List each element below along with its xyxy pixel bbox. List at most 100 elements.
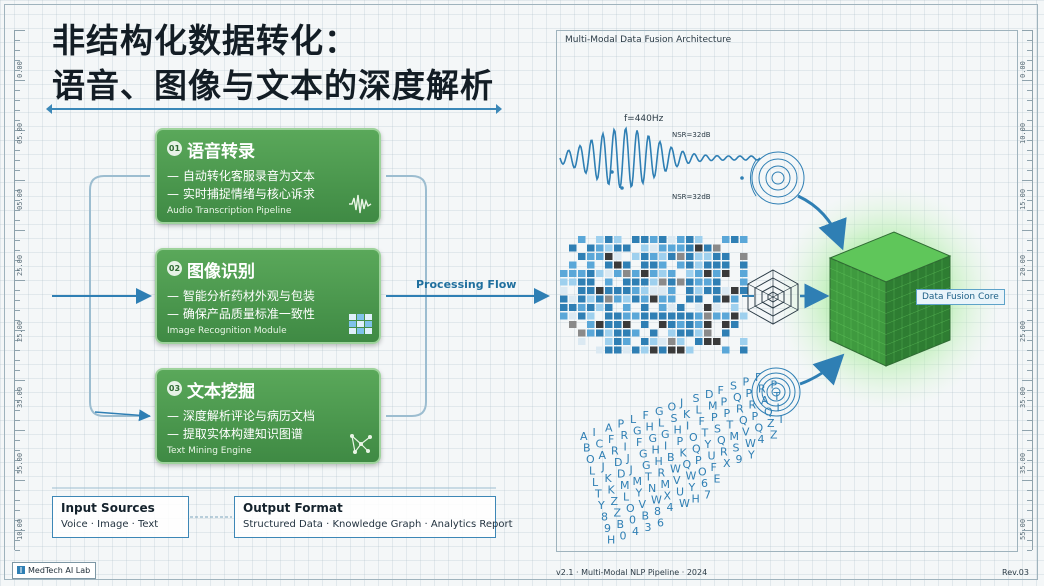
letter-glyph: G <box>655 405 664 418</box>
letter-glyph: P <box>695 454 702 467</box>
pixel-cell <box>668 312 676 320</box>
output-format-title: Output Format <box>243 501 343 515</box>
letter-glyph: R <box>720 446 728 459</box>
letter-glyph: V <box>673 474 681 487</box>
pixel-cell <box>605 312 613 320</box>
ruler-tick <box>15 330 25 331</box>
letter-glyph: F <box>643 409 649 422</box>
letter-glyph: W <box>651 494 662 507</box>
pixel-cell <box>623 261 631 269</box>
letter-glyph: P <box>771 379 778 392</box>
ruler-tick <box>1027 70 1032 71</box>
letter-glyph: R <box>621 429 629 442</box>
card-image-recognition[interactable]: 02 图像识别 — 智能分析药材外观与包装 — 确保产品质量标准一致性 Imag… <box>155 248 381 344</box>
pixel-cell <box>578 312 586 320</box>
letter-glyph: 8 <box>654 505 661 518</box>
output-format-box: Output Format Structured Data · Knowledg… <box>234 496 513 538</box>
pixel-cell <box>560 304 568 311</box>
pixel-cell <box>722 270 730 277</box>
audio-ripple-icon <box>750 151 805 205</box>
letter-glyph: L <box>696 404 703 417</box>
letter-glyph: L <box>592 476 599 489</box>
pixel-cell <box>605 278 613 286</box>
letter-glyph: 7 <box>704 488 711 501</box>
letter-glyph: S <box>693 392 700 405</box>
ruler-tick <box>1027 490 1032 491</box>
letter-glyph: T <box>773 390 781 403</box>
letter-glyph: J <box>601 460 605 473</box>
card-text-mining[interactable]: 03 文本挖掘 — 深度解析评论与病历文档 — 提取实体构建知识图谱 Text … <box>155 368 381 464</box>
pixel-cell <box>605 244 613 252</box>
pixel-cell <box>722 261 730 269</box>
pixel-cell <box>695 295 703 303</box>
pixel-cell <box>695 261 703 269</box>
ruler-tick <box>1022 30 1032 31</box>
card-title: 语音转录 <box>187 142 255 162</box>
pixel-cell <box>587 312 595 320</box>
processing-flow-label: Processing Flow <box>416 278 517 291</box>
pixel-cell <box>704 253 712 260</box>
letter-glyph: K <box>680 447 688 460</box>
graph-icon <box>350 434 372 454</box>
ruler-tick <box>15 450 20 451</box>
letter-glyph: L <box>589 465 596 478</box>
pixel-cell <box>578 338 586 345</box>
pixel-cell <box>704 287 712 294</box>
cube-grid-line <box>885 318 951 346</box>
pixel-cell <box>686 244 694 252</box>
letter-glyph: R <box>736 403 744 416</box>
ruler-tick <box>1027 310 1032 311</box>
pixel-cell <box>668 338 676 345</box>
ruler-tick <box>1027 400 1032 401</box>
pixel-cell <box>659 270 667 277</box>
pixel-cell <box>668 346 676 354</box>
letter-glyph: B <box>642 509 650 522</box>
letter-glyph: F <box>711 461 717 474</box>
letter-glyph: Y <box>635 486 643 499</box>
ruler-tick <box>1027 460 1032 461</box>
pixel-cell <box>623 278 631 286</box>
pixel-cell <box>686 270 694 277</box>
letter-glyph: 0 <box>629 514 636 527</box>
pixel-cell <box>695 304 703 311</box>
pixel-cell <box>641 261 649 269</box>
pixel-cell <box>695 236 703 243</box>
pixel-cell <box>632 253 640 260</box>
card-audio-transcription[interactable]: 01 语音转录 — 自动转化客服录音为文本 — 实时捕捉情绪与核心诉求 Audi… <box>155 128 381 224</box>
pixel-cell <box>713 270 721 277</box>
pixel-cell <box>740 346 748 354</box>
ruler-tick <box>1027 520 1032 521</box>
ruler-tick <box>1027 470 1032 471</box>
pixel-cell <box>578 329 586 337</box>
image-pixel-grid <box>560 236 748 354</box>
letter-glyph: Q <box>764 406 773 419</box>
ruler-tick <box>15 390 20 391</box>
pixel-cell <box>677 338 685 345</box>
pixel-cell <box>650 295 658 303</box>
ruler-tick <box>1027 290 1032 291</box>
letter-glyph: Y <box>688 481 696 494</box>
ruler-tick <box>15 490 20 491</box>
pixel-cell <box>569 312 577 320</box>
pixel-cell <box>722 253 730 260</box>
pixel-cell <box>641 304 649 311</box>
footer-revision: Rev.03 <box>1002 568 1029 577</box>
pixel-cell <box>713 244 721 252</box>
pixel-cell <box>641 278 649 286</box>
pixel-cell <box>605 287 613 294</box>
letter-glyph: Q <box>717 434 726 447</box>
letter-glyph: I <box>780 413 783 426</box>
ruler-tick <box>1022 80 1032 81</box>
pixel-cell <box>686 278 694 286</box>
letter-glyph: Γ <box>755 371 762 384</box>
pixel-cell <box>632 270 640 277</box>
pixel-cell <box>677 321 685 328</box>
ruler-tick <box>15 150 20 151</box>
pixel-cell <box>668 278 676 286</box>
pixel-cell <box>605 329 613 337</box>
letter-glyph: S <box>730 380 737 393</box>
pixel-cell <box>587 304 595 311</box>
ruler-tick <box>15 110 20 111</box>
letter-glyph: F <box>699 415 705 428</box>
letter-glyph: A <box>599 449 607 462</box>
